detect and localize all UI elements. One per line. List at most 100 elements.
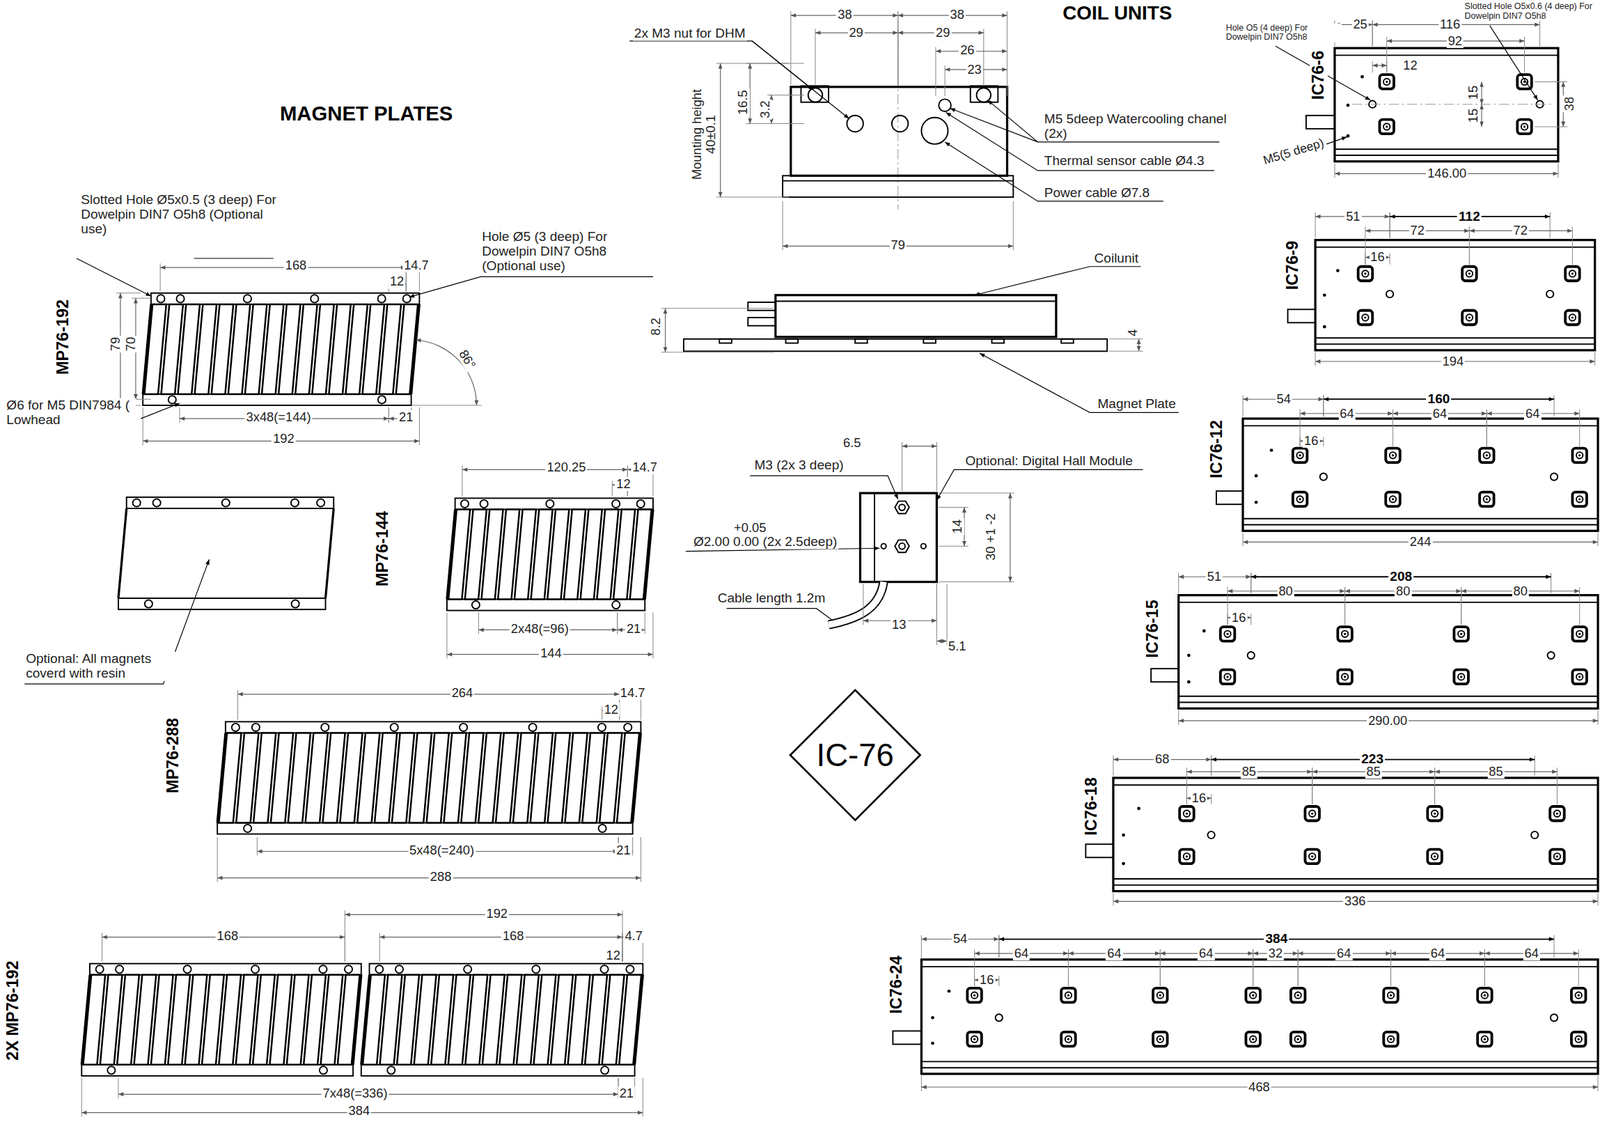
- mount-hole: [387, 1065, 395, 1074]
- mount-pad: [1549, 806, 1565, 821]
- thread-hole: [971, 1035, 978, 1042]
- mount-hole: [600, 1065, 609, 1074]
- thread-hole: [1457, 630, 1465, 638]
- thread-core: [1067, 1038, 1070, 1041]
- extension-line: [1534, 126, 1568, 127]
- dimension-value: 86°: [455, 346, 480, 373]
- extension-line: [178, 407, 180, 423]
- dimension-value: 12: [605, 948, 622, 963]
- dimension-value: 38: [836, 6, 853, 21]
- coil-body: [1178, 595, 1598, 709]
- extension-line: [1242, 532, 1244, 546]
- extension-line: [1311, 767, 1313, 805]
- dowel-hole: [252, 723, 260, 732]
- mount-pad: [1477, 1031, 1493, 1047]
- thread-core: [1311, 855, 1314, 858]
- note-text: M3 (2x 3 deep): [752, 458, 845, 473]
- mount-pad: [1462, 266, 1477, 282]
- cable-stub: [1288, 309, 1316, 323]
- plate-band: [225, 721, 641, 733]
- dimension-value: 21: [618, 1086, 635, 1101]
- dimension-value: 64: [1197, 946, 1215, 961]
- plate-band: [126, 497, 335, 509]
- extension-line: [1344, 586, 1346, 625]
- thread-core: [1299, 453, 1302, 457]
- extension-line: [612, 480, 613, 496]
- mount-pad: [1379, 74, 1394, 90]
- leader-line: [974, 266, 1142, 296]
- extension-line: [1315, 352, 1316, 366]
- nut-bracket: [970, 85, 999, 102]
- dowel-hole: [1547, 651, 1555, 659]
- dowel-hole: [612, 499, 620, 508]
- thread-core: [1226, 675, 1229, 678]
- dimension-value: 79: [889, 238, 907, 253]
- extension-line: [1364, 253, 1366, 265]
- extension-line: [1178, 572, 1179, 593]
- dowel-hole: [623, 723, 632, 732]
- base-plate: [782, 175, 1014, 198]
- extension-line: [1484, 948, 1486, 986]
- mount-pad: [1479, 448, 1495, 464]
- dowel-hole: [316, 498, 325, 507]
- extension-line: [1556, 767, 1558, 805]
- extension-line: [782, 201, 784, 250]
- dimension-value: 25: [1351, 17, 1369, 32]
- extension-line: [1112, 755, 1114, 776]
- thread-core: [1577, 1038, 1580, 1041]
- dimension-value: 80: [1276, 583, 1294, 598]
- extension-line: [640, 836, 642, 882]
- extension-line: [1597, 893, 1599, 906]
- dimension-line: [1372, 64, 1387, 66]
- center-line: [1352, 103, 1554, 105]
- dimension-value: 12: [388, 274, 406, 289]
- extension-line: [661, 307, 774, 309]
- thread-core: [1297, 1038, 1300, 1041]
- dowel-hole: [390, 723, 399, 732]
- coil-body: [921, 959, 1598, 1074]
- dimension-value: 30 +1 -2: [983, 511, 998, 562]
- rail-line: [1242, 424, 1598, 427]
- thread-core: [1571, 272, 1574, 275]
- extension-line: [616, 612, 618, 635]
- thread-core: [1483, 994, 1486, 997]
- cable-stub: [1216, 490, 1243, 505]
- small-hole: [1187, 680, 1191, 684]
- thread-hole: [1576, 451, 1583, 459]
- cable-inner: [828, 582, 884, 626]
- rail-line: [921, 1066, 1598, 1069]
- dowel-hole: [115, 965, 124, 973]
- thread-core: [1391, 453, 1394, 457]
- extension-line: [1469, 226, 1470, 265]
- thread-core: [1578, 497, 1581, 500]
- plate-edge: [634, 974, 644, 1065]
- extension-line: [621, 952, 623, 962]
- leader-line: [949, 108, 1038, 143]
- mount-pad: [1379, 119, 1394, 135]
- dimension-value: 38: [948, 6, 966, 21]
- extension-line: [411, 405, 482, 406]
- leader-line: [1489, 25, 1539, 101]
- thread-hole: [1389, 495, 1396, 503]
- thread-core: [1468, 272, 1471, 275]
- thread-core: [1185, 855, 1188, 858]
- mount-pad: [1565, 266, 1580, 282]
- extension-line: [1390, 948, 1392, 986]
- thread-core: [1159, 994, 1162, 997]
- extension-line: [1597, 710, 1599, 725]
- thread-hole: [1387, 1035, 1394, 1042]
- series-name: IC-76: [788, 688, 922, 822]
- plate-band: [89, 963, 362, 975]
- extension-line: [1386, 36, 1387, 73]
- dimension-value: 64: [1523, 946, 1541, 961]
- plate-edge: [361, 974, 370, 1065]
- rail-line: [1242, 518, 1598, 520]
- extension-line: [1460, 586, 1462, 625]
- dimension-value: 16: [1368, 249, 1386, 264]
- dimension-value: 16: [1190, 790, 1208, 805]
- thread-hole: [1295, 1035, 1302, 1042]
- thread-core: [973, 1038, 976, 1041]
- plate-notch: [923, 339, 936, 344]
- cable-stub: [1150, 668, 1179, 682]
- small-hole: [1346, 103, 1351, 108]
